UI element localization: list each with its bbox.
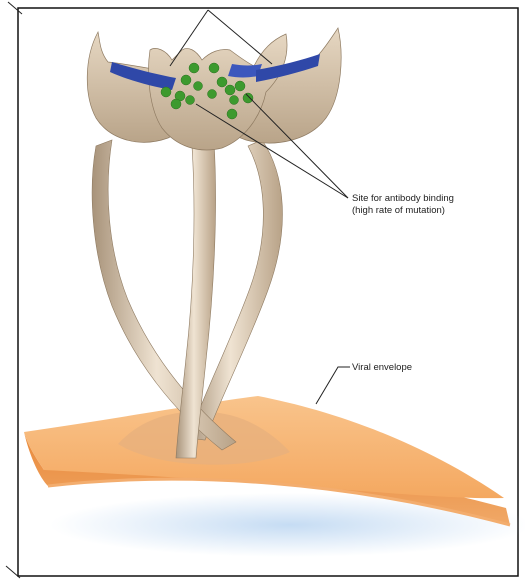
leader-line-envelope: [316, 367, 350, 404]
binding-site-dot: [189, 63, 199, 73]
binding-site-dot: [181, 75, 191, 85]
binding-site-dot: [230, 96, 239, 105]
binding-site-dot: [243, 93, 253, 103]
antibody-site-label-line1: Site for antibody binding: [352, 193, 454, 205]
binding-site-dot: [161, 87, 171, 97]
binding-site-dot: [208, 90, 217, 99]
antibody-site-label-line2: (high rate of mutation): [352, 205, 454, 217]
binding-site-dot: [194, 82, 203, 91]
binding-site-dot: [225, 85, 235, 95]
viral-envelope-label: Viral envelope: [352, 362, 412, 374]
binding-site-dot: [209, 63, 219, 73]
binding-site-dot: [186, 96, 195, 105]
antibody-site-label: Site for antibody binding (high rate of …: [352, 193, 454, 217]
binding-site-dot: [171, 99, 181, 109]
binding-site-dot: [227, 109, 237, 119]
binding-site-dot: [235, 81, 245, 91]
binding-site-dot: [217, 77, 227, 87]
